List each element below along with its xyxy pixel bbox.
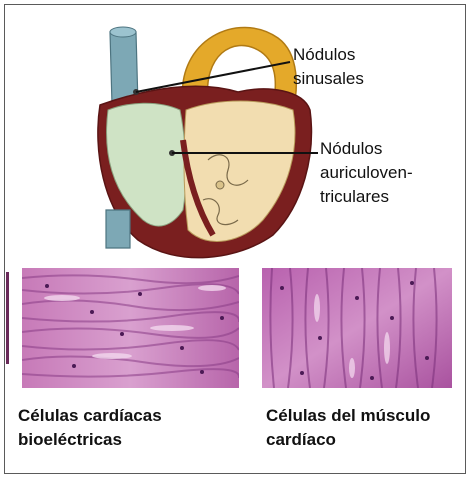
label-sinus-nodes: Nódulos sinusales [293, 43, 364, 91]
bioelectric-cells-micrograph [22, 268, 239, 388]
heart-muscle-cells-micrograph [262, 268, 452, 388]
caption-bioelectric-cells: Células cardíacas bioeléctricas [18, 404, 162, 452]
label-av-nodes: Nódulos auriculoven- triculares [320, 137, 413, 209]
sinus-leader-line [136, 62, 290, 92]
caption-heart-muscle-cells: Células del músculo cardíaco [266, 404, 430, 452]
